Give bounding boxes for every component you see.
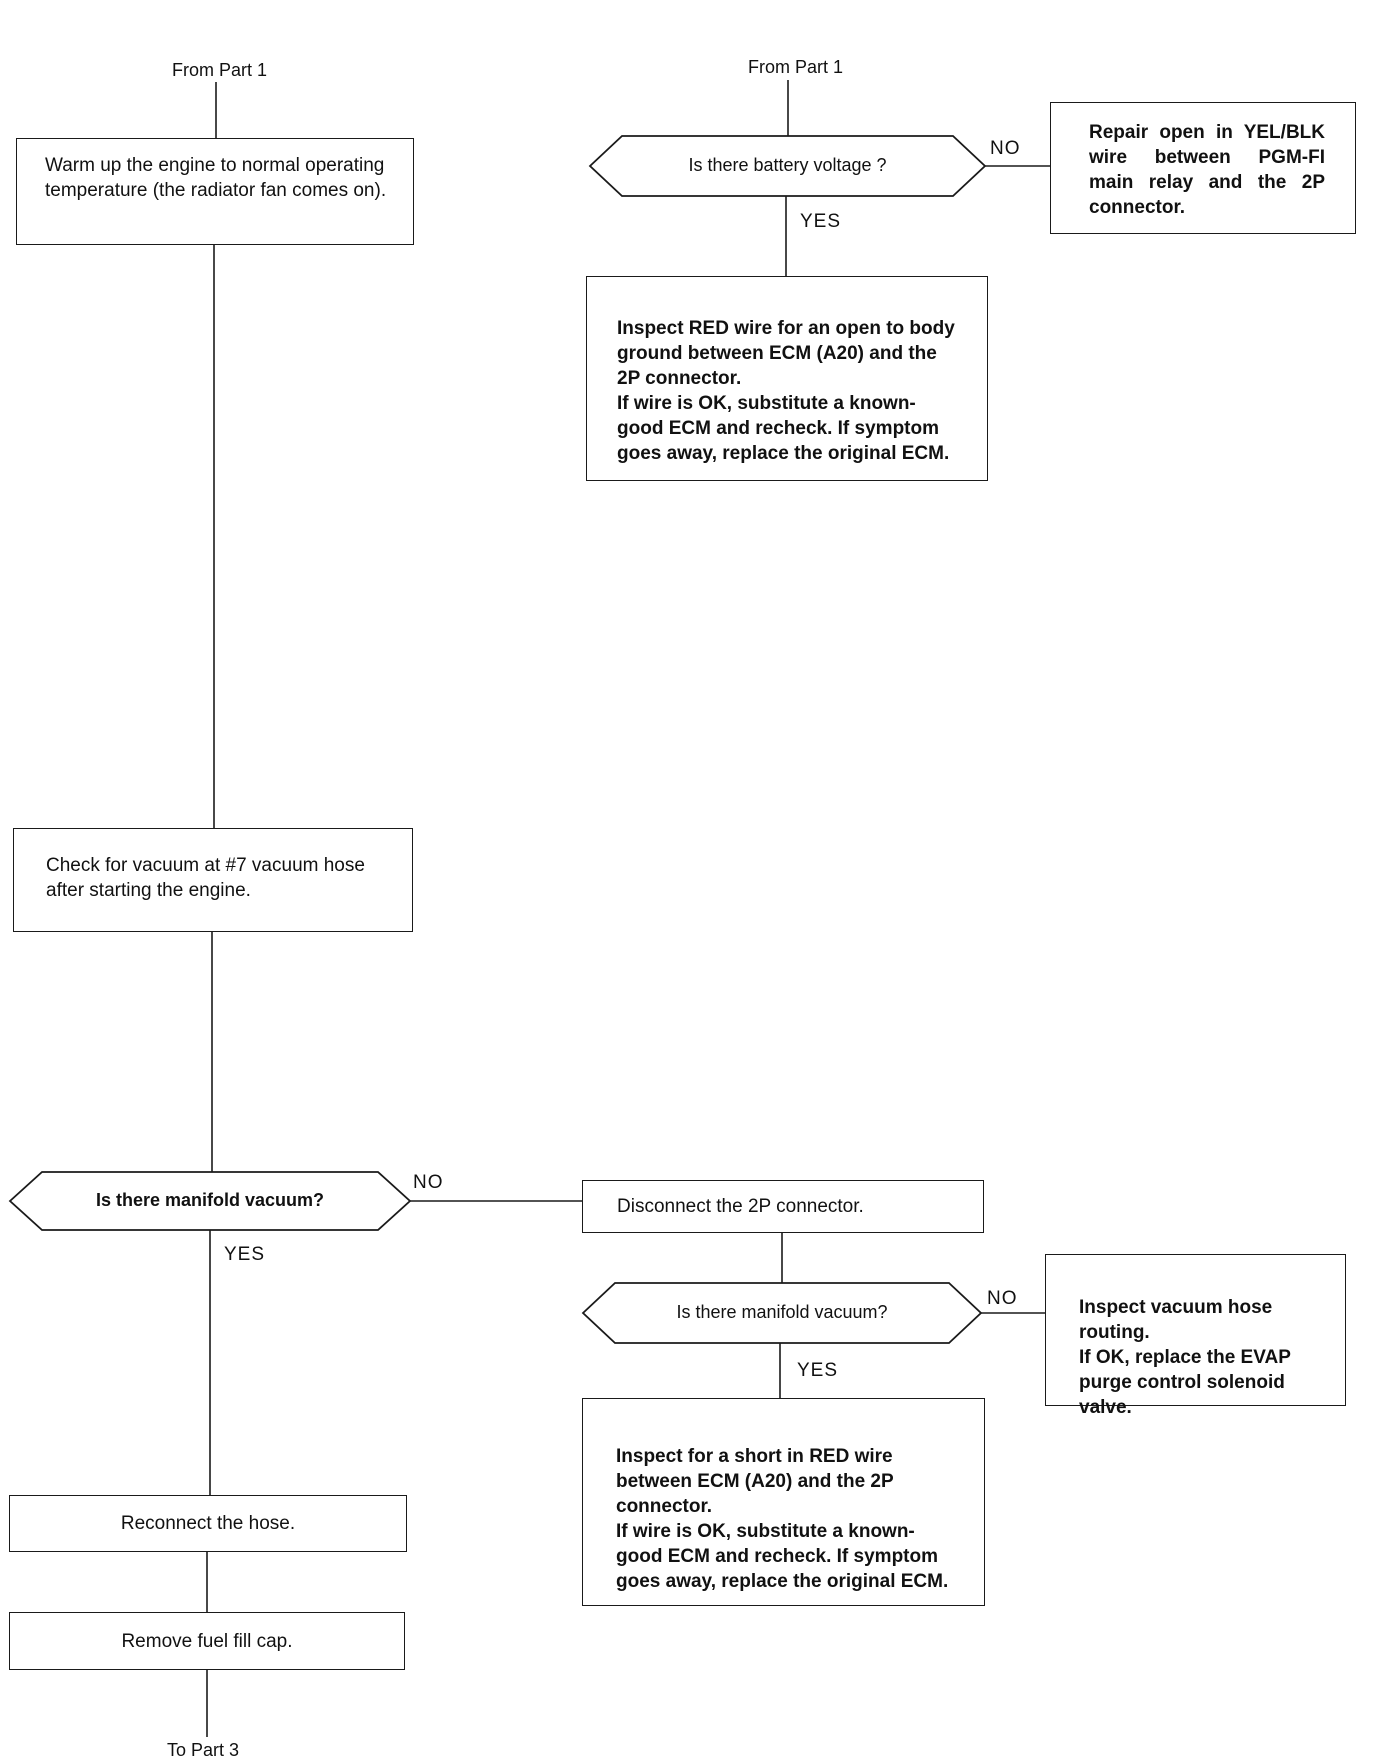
yes-label-left: YES [224,1244,266,1265]
check-vacuum-box: Check for vacuum at #7 vacuum hose after… [13,828,413,932]
reconnect-hose-text: Reconnect the hose. [120,1513,296,1534]
decision-manifold-vacuum-right-text: Is there manifold vacuum? [676,1302,888,1322]
disconnect-2p-text: Disconnect the 2P connector. [617,1196,864,1217]
remove-fuel-cap-text: Remove fuel fill cap. [121,1631,293,1652]
yes-label-lower: YES [797,1360,839,1381]
yes-label-right: YES [800,211,842,232]
warm-up-engine-box: Warm up the engine to normal operating t… [16,138,414,245]
no-label-right: NO [990,138,1021,159]
inspect-red-wire-open-box: Inspect RED wire for an open to body gro… [586,276,988,481]
no-label-lower: NO [987,1288,1018,1309]
inspect-short-red-wire-box: Inspect for a short in RED wire between … [582,1398,985,1606]
disconnect-2p-box: Disconnect the 2P connector. [582,1180,984,1233]
inspect-red-wire-open-text: Inspect RED wire for an open to body gro… [617,318,955,464]
check-vacuum-text: Check for vacuum at #7 vacuum hose after… [46,855,365,901]
reconnect-hose-box: Reconnect the hose. [9,1495,407,1552]
warm-up-engine-text: Warm up the engine to normal operating t… [45,155,387,201]
inspect-vacuum-hose-text: Inspect vacuum hose routing. If OK, repl… [1079,1297,1291,1418]
decision-manifold-vacuum-left-text: Is there manifold vacuum? [95,1190,325,1210]
decision-manifold-vacuum-left-shape [8,1171,412,1231]
no-label-left: NO [413,1172,444,1193]
repair-open-wire-box: Repair open in YEL/BLK wire between PGM-… [1050,102,1356,234]
from-part1-right-label: From Part 1 [748,57,844,77]
decision-manifold-vacuum-right-shape [581,1282,983,1344]
decision-battery-voltage-text: Is there battery voltage ? [688,155,887,175]
decision-battery-voltage-shape [588,135,987,197]
repair-open-wire-text: Repair open in YEL/BLK wire between PGM-… [1089,122,1325,218]
remove-fuel-cap-box: Remove fuel fill cap. [9,1612,405,1670]
to-part3-label: To Part 3 [167,1740,240,1760]
inspect-short-red-wire-text: Inspect for a short in RED wire between … [616,1446,949,1592]
from-part1-left-label: From Part 1 [172,60,268,80]
inspect-vacuum-hose-box: Inspect vacuum hose routing. If OK, repl… [1045,1254,1346,1418]
